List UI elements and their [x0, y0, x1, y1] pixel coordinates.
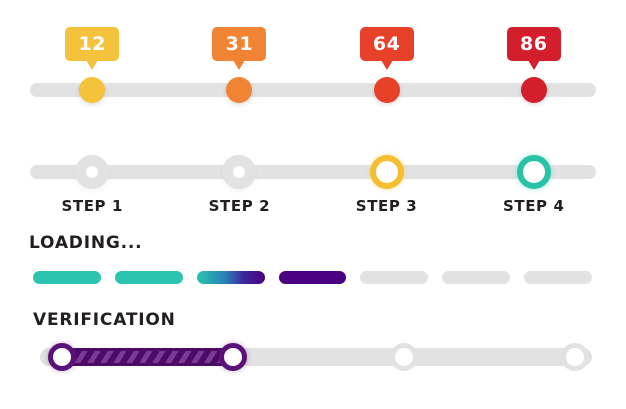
loading-segment — [360, 271, 429, 284]
value-marker-slider: 12 31 64 86 — [0, 0, 626, 130]
marker-value-badge: 86 — [506, 27, 561, 61]
step-label: STEP 1 — [61, 197, 124, 215]
step-marker[interactable] — [75, 155, 110, 189]
verification-node-ring[interactable] — [390, 343, 419, 371]
marker-value-badge: 31 — [212, 27, 267, 61]
step-label: STEP 4 — [502, 197, 565, 215]
marker-value-badge: 64 — [359, 27, 414, 61]
loading-caption: LOADING... — [29, 233, 143, 253]
loading-segment — [442, 271, 511, 284]
step-progress-slider: STEP 1 STEP 2 STEP 3 STEP 4 — [0, 130, 626, 230]
marker-badge-tail — [527, 60, 540, 70]
verification-node-ring[interactable] — [561, 343, 590, 371]
loading-segment — [196, 271, 265, 284]
step-marker[interactable] — [516, 155, 551, 189]
step-marker[interactable] — [369, 155, 404, 189]
verification-progress: VERIFICATION — [0, 305, 626, 409]
step-label: STEP 2 — [208, 197, 271, 215]
marker-handle[interactable] — [520, 77, 547, 103]
marker-badge-tail — [233, 60, 246, 70]
loading-segment — [33, 271, 101, 284]
marker-handle[interactable] — [79, 77, 106, 103]
loading-segment — [114, 271, 183, 284]
step-marker[interactable] — [222, 155, 257, 189]
marker-handle[interactable] — [373, 77, 400, 103]
marker-badge-tail — [86, 60, 99, 70]
loading-progress: LOADING... — [0, 230, 626, 305]
verification-fill — [62, 348, 234, 366]
marker-handle[interactable] — [226, 77, 253, 103]
marker-slider-track[interactable] — [30, 83, 596, 97]
loading-segment — [278, 271, 347, 284]
step-label: STEP 3 — [355, 197, 418, 215]
step-slider-track[interactable] — [30, 165, 596, 179]
verification-caption: VERIFICATION — [33, 310, 176, 330]
verification-node-ring[interactable] — [48, 343, 77, 371]
verification-node-ring[interactable] — [219, 343, 248, 371]
marker-badge-tail — [380, 60, 393, 70]
marker-value-badge: 12 — [65, 27, 120, 61]
loading-segment — [524, 271, 592, 284]
